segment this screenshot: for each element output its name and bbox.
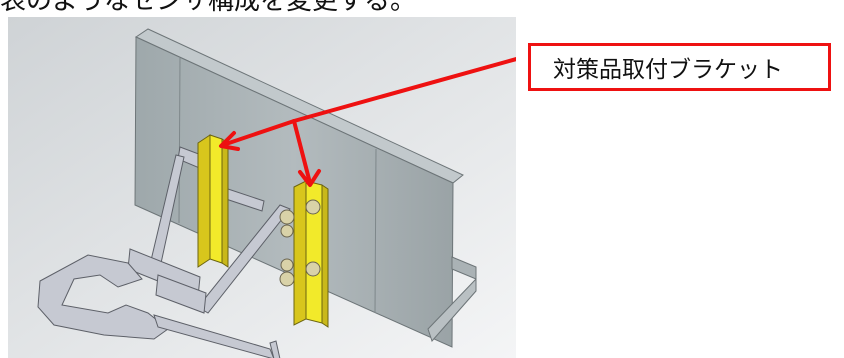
arrowheads [219, 131, 321, 187]
bolts [279, 199, 321, 287]
red-leader-arrows [221, 57, 516, 185]
callout-box: 対策品取付ブラケット [528, 43, 831, 91]
clipped-heading-text: 表のようなセンサ構成を変更する。 [0, 0, 417, 16]
cad-render [8, 17, 516, 358]
callout-label: 対策品取付ブラケット [553, 57, 783, 83]
right-bracket [293, 180, 329, 328]
left-bracket [197, 134, 229, 268]
